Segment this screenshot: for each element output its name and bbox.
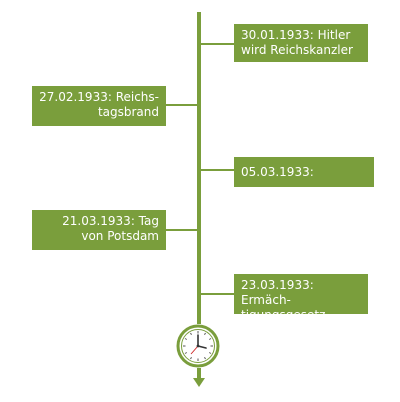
event-box-ermaechtigungsgesetz: 23.03.1933: Ermäch-tigungsgesetz	[234, 274, 368, 322]
clock-icon	[176, 324, 220, 368]
connector-line	[166, 104, 197, 106]
event-box-tag-von-potsdam: 21.03.1933: Tag von Potsdam	[32, 210, 166, 250]
timeline-axis	[197, 12, 201, 324]
event-label: 30.01.1933: Hitler wird Reichskanzler	[241, 28, 353, 57]
event-box-reichstagsbrand: 27.02.1933: Reichs-tagsbrand	[32, 86, 166, 126]
event-label: 21.03.1933: Tag von Potsdam	[62, 214, 159, 243]
event-box-maerzwahlen: 05.03.1933: Märzwahlen	[234, 157, 374, 201]
connector-line	[166, 229, 197, 231]
timeline-axis-end	[197, 368, 201, 382]
event-box-reichskanzler: 30.01.1933: Hitler wird Reichskanzler	[234, 24, 368, 62]
event-label: 27.02.1933: Reichs-tagsbrand	[39, 90, 159, 119]
event-label: 05.03.1933: Märzwahlen	[241, 165, 314, 201]
connector-line	[201, 169, 234, 171]
arrow-down-icon	[193, 378, 205, 387]
connector-line	[201, 43, 234, 45]
event-label: 23.03.1933: Ermäch-tigungsgesetz	[241, 278, 326, 322]
connector-line	[201, 293, 234, 295]
